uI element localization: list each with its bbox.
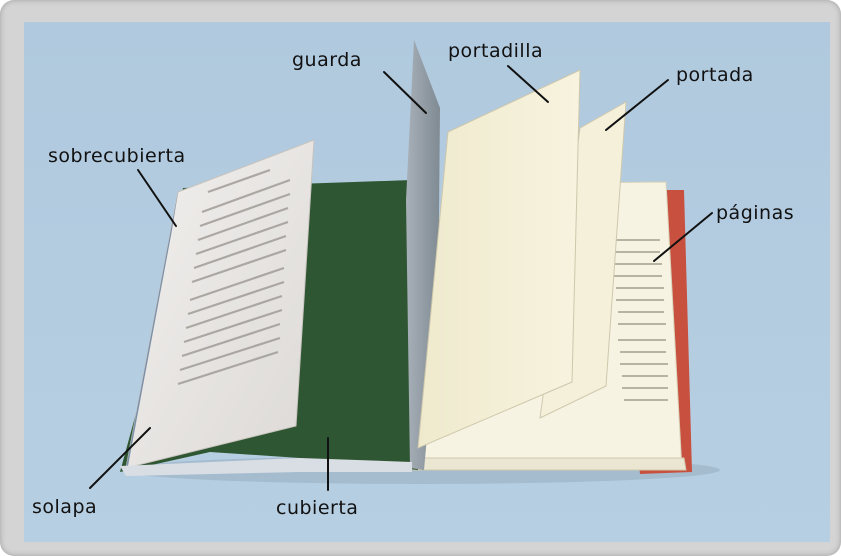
label-portada: portada: [676, 64, 754, 86]
label-guarda: guarda: [292, 49, 362, 71]
pages-text: [610, 239, 668, 401]
jacket-text: [177, 168, 291, 386]
leader-paginas: [653, 212, 713, 262]
leader-portada: [605, 79, 669, 131]
leader-sobrecubierta: [137, 169, 177, 227]
leader-portadilla: [507, 65, 549, 103]
label-solapa: solapa: [32, 496, 97, 518]
label-paginas: páginas: [716, 202, 794, 224]
leader-guarda: [383, 71, 427, 114]
label-sobrecubierta: sobrecubierta: [48, 145, 186, 167]
label-portadilla: portadilla: [448, 40, 543, 62]
leader-lines: [89, 65, 713, 491]
page-edges: [409, 457, 687, 471]
leader-solapa: [89, 427, 151, 489]
book-base: [120, 458, 412, 476]
label-cubierta: cubierta: [276, 497, 358, 519]
jacket-edge: [126, 192, 178, 468]
